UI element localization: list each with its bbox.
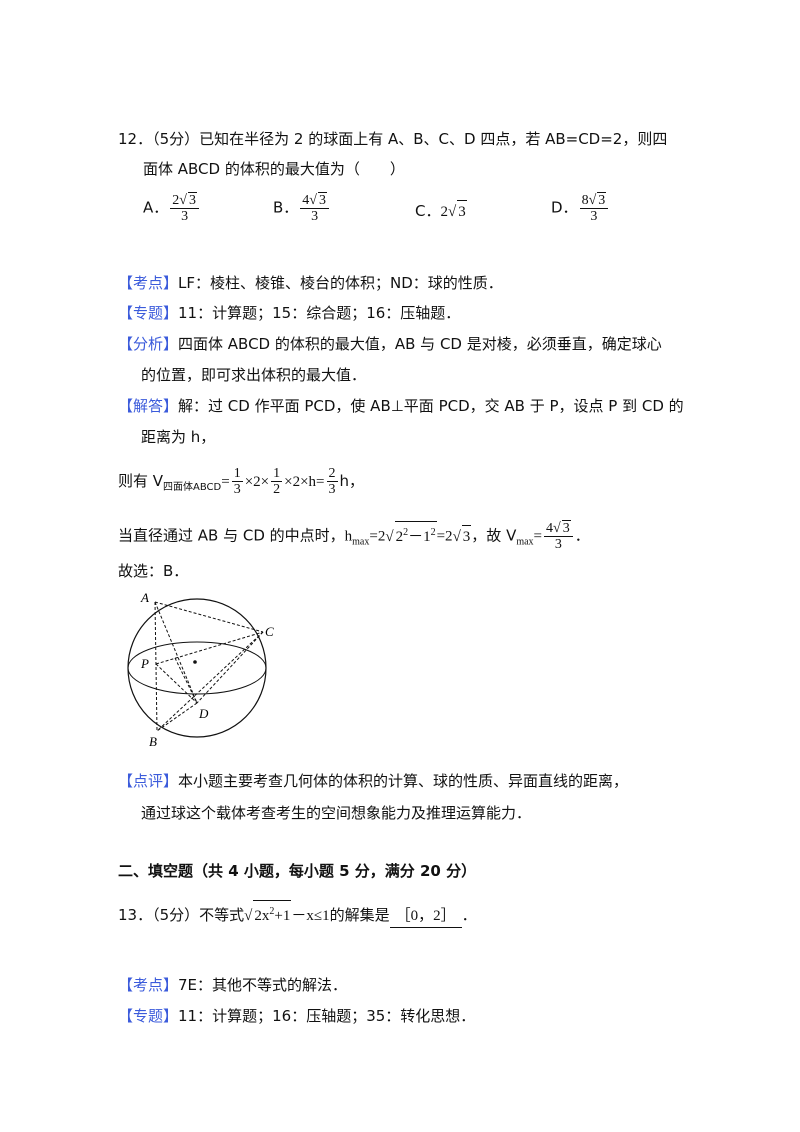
q13-answer-blank: ［0，2］ [389, 905, 462, 928]
sphere-diagram: A C P D B [127, 590, 274, 748]
kaodian-tag: 【考点】 [118, 976, 179, 994]
q12-jieda-line2: 距离为 h， [141, 428, 216, 446]
q12-zhuanti: 【专题】11：计算题；15：综合题；16：压轴题． [118, 304, 461, 322]
q13-stem: 13．（5分）不等式√2x2+1－x≤1的解集是［0，2］． [118, 900, 477, 928]
q12-fenxi-line1: 【分析】四面体 ABCD 的体积的最大值，AB 与 CD 是对棱，必须垂直，确定… [118, 335, 662, 353]
label-a: A [140, 590, 149, 605]
label-p: P [140, 656, 149, 671]
q13-zhuanti: 【专题】11：计算题；16：压轴题；35：转化思想． [118, 1007, 476, 1025]
q12-dianping-line2: 通过球这个载体考查考生的空间想象能力及推理运算能力． [141, 804, 532, 822]
q12-stem-line1: 12．（5分）已知在半径为 2 的球面上有 A、B、C、D 四点，若 AB=CD… [118, 130, 668, 148]
q12-kaodian: 【考点】LF：棱柱、棱锥、棱台的体积；ND：球的性质． [118, 274, 503, 292]
diameter-formula: 当直径通过 AB 与 CD 的中点时，hmax=2√22－12=2√3，故 Vm… [118, 520, 590, 552]
q12-fenxi-line2: 的位置，即可求出体积的最大值． [141, 366, 367, 384]
dianping-tag: 【点评】 [118, 772, 179, 790]
zhuanti-tag: 【专题】 [118, 304, 179, 322]
fenxi-tag: 【分析】 [118, 335, 179, 353]
q13-kaodian: 【考点】7E：其他不等式的解法． [118, 976, 348, 994]
label-d: D [198, 706, 209, 721]
q12-stem-line2: 面体 ABCD 的体积的最大值为（ ） [143, 160, 405, 178]
answer-line: 故选：B． [118, 562, 189, 580]
zhuanti-tag: 【专题】 [118, 1007, 179, 1025]
section2-title: 二、填空题（共 4 小题，每小题 5 分，满分 20 分） [118, 862, 477, 880]
kaodian-tag: 【考点】 [118, 274, 179, 292]
q12-jieda-line1: 【解答】解：过 CD 作平面 PCD，使 AB⊥平面 PCD，交 AB 于 P，… [118, 397, 684, 415]
q12-choice-c: C．2√3 [415, 200, 467, 223]
q12-dianping-line1: 【点评】本小题主要考查几何体的体积的计算、球的性质、异面直线的距离， [118, 772, 629, 790]
jieda-tag: 【解答】 [118, 397, 179, 415]
sphere-center [193, 660, 197, 664]
tetrahedron-edges [154, 601, 264, 732]
label-c: C [265, 624, 274, 639]
label-b: B [149, 734, 157, 748]
